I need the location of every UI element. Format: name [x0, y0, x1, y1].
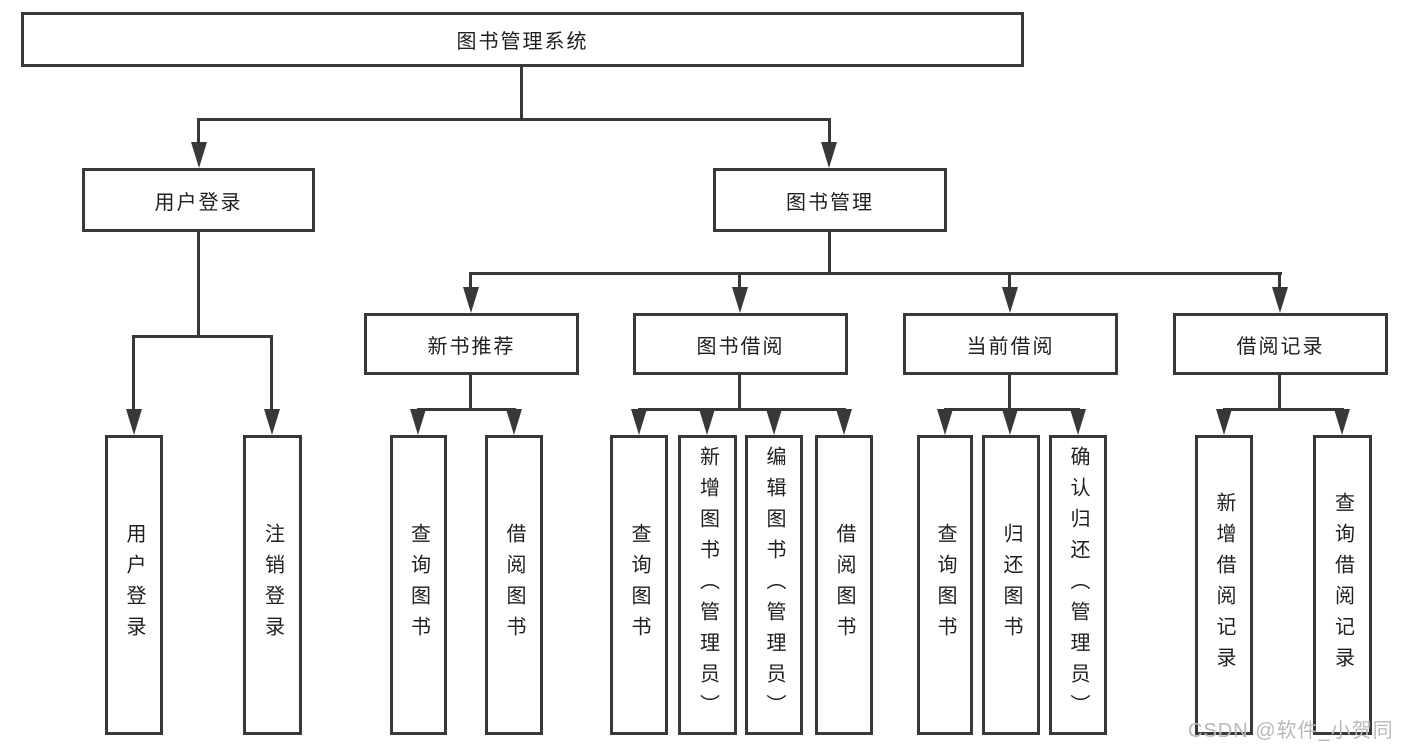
arrowhead-down-icon [699, 409, 715, 435]
arrowhead-down-icon [836, 409, 852, 435]
arrowhead-down-icon [506, 409, 522, 435]
leaf-edit-books-admin: 编辑图书（管理员） [745, 435, 803, 735]
arrowhead-down-icon [191, 142, 207, 168]
connector-records-branch [1223, 408, 1344, 411]
arrowhead-down-icon [1216, 409, 1232, 435]
node-book-management: 图书管理 [713, 168, 947, 232]
arrowhead-down-icon [264, 409, 280, 435]
connector-root-left-drop [197, 118, 200, 144]
connector-bookmgmt-drop-4 [1278, 272, 1281, 289]
leaf-add-books-admin: 新增图书（管理员） [678, 435, 737, 735]
leaf-borrow-books-2: 借阅图书 [815, 435, 873, 735]
connector-bookmgmt-drop-3 [1008, 272, 1011, 289]
leaf-query-books-3: 查询图书 [917, 435, 973, 735]
node-borrowing-records: 借阅记录 [1173, 313, 1388, 375]
arrowhead-down-icon [463, 287, 479, 313]
connector-bookmgmt-drop-2 [738, 272, 741, 289]
node-book-borrowing: 图书借阅 [633, 313, 848, 375]
leaf-user-login: 用户登录 [105, 435, 163, 735]
node-library-management-system: 图书管理系统 [21, 12, 1024, 67]
connector-newbooks-stem [469, 375, 472, 408]
node-current-borrowing: 当前借阅 [903, 313, 1118, 375]
connector-bookmgmt-branch [470, 272, 1282, 275]
connector-bookborrow-stem [738, 375, 741, 408]
csdn-watermark: CSDN @软件_小贺同学 [1188, 720, 1394, 742]
arrowhead-down-icon [766, 409, 782, 435]
connector-userlogin-drop-2 [270, 335, 273, 411]
arrowhead-down-icon [1002, 409, 1018, 435]
arrowhead-down-icon [1334, 409, 1350, 435]
connector-bookborrow-branch [638, 408, 846, 411]
arrowhead-down-icon [126, 409, 142, 435]
arrowhead-down-icon [1272, 287, 1288, 313]
arrowhead-down-icon [631, 409, 647, 435]
connector-currentborrow-stem [1008, 375, 1011, 408]
node-new-book-recommend: 新书推荐 [364, 313, 579, 375]
connector-bookmgmt-drop-1 [469, 272, 472, 289]
connector-root-stem [520, 67, 523, 118]
connector-bookmgmt-stem [828, 232, 831, 272]
connector-userlogin-stem [197, 232, 200, 335]
leaf-query-books-1: 查询图书 [390, 435, 447, 735]
leaf-add-borrow-record: 新增借阅记录 [1195, 435, 1253, 735]
leaf-logout: 注销登录 [243, 435, 302, 735]
arrowhead-down-icon [1002, 287, 1018, 313]
connector-userlogin-drop-1 [132, 335, 135, 411]
arrowhead-down-icon [410, 409, 426, 435]
connector-userlogin-branch [133, 335, 273, 338]
leaf-query-borrow-record: 查询借阅记录 [1313, 435, 1372, 735]
arrowhead-down-icon [937, 409, 953, 435]
arrowhead-down-icon [821, 142, 837, 168]
arrowhead-down-icon [732, 287, 748, 313]
connector-records-stem [1278, 375, 1281, 408]
leaf-borrow-books-1: 借阅图书 [485, 435, 543, 735]
leaf-return-books: 归还图书 [982, 435, 1040, 735]
connector-root-branch [198, 118, 831, 121]
arrowhead-down-icon [1070, 409, 1086, 435]
leaf-confirm-return-admin: 确认归还（管理员） [1049, 435, 1107, 735]
connector-root-right-drop [828, 118, 831, 144]
connector-newbooks-branch [417, 408, 516, 411]
node-user-login: 用户登录 [82, 168, 315, 232]
leaf-query-books-2: 查询图书 [610, 435, 668, 735]
